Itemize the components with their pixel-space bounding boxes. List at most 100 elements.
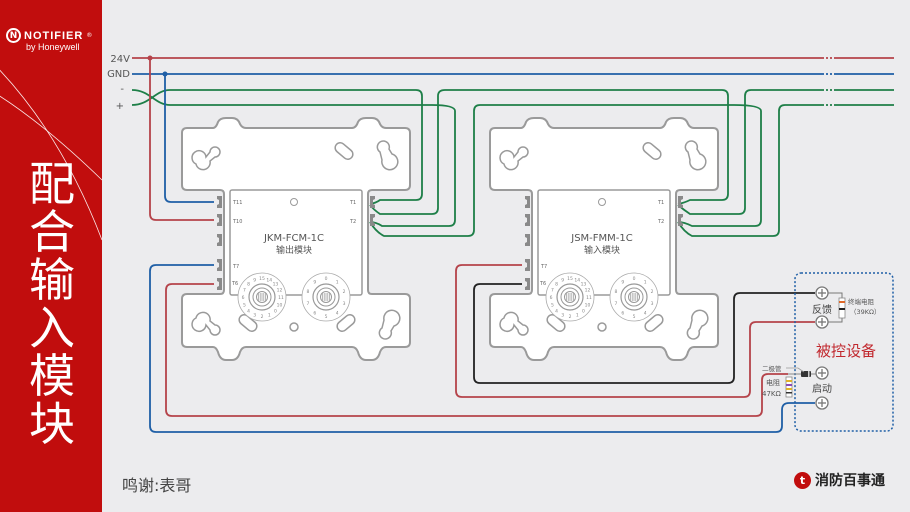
dial-number: 8: [247, 282, 250, 288]
wire-m2-t7-feedback: [455, 264, 815, 398]
dial-number: 1: [576, 313, 579, 319]
dial-number: 9: [621, 280, 624, 286]
footer-brand-name: 消防百事通: [815, 473, 885, 489]
dial-number: 15: [567, 276, 573, 282]
dial-number: 5: [325, 314, 328, 320]
dial-number: 7: [306, 301, 309, 307]
dial-number: 0: [325, 276, 328, 282]
terminal-screw: [525, 234, 530, 246]
dial-number: 4: [644, 310, 647, 316]
title-char: 输: [29, 253, 75, 307]
dial-number: 7: [614, 301, 617, 307]
dial-number: 7: [243, 288, 246, 294]
mounting-hole: [191, 140, 401, 340]
eol-resistor-icon: [838, 297, 846, 319]
wire-t7-start: [149, 264, 815, 433]
dial-number: 6: [550, 295, 553, 301]
dial-number: 9: [561, 277, 564, 283]
credit-text: 鸣谢:表哥: [122, 476, 192, 495]
terminal-screw: [217, 278, 222, 290]
decorative-arcs: [0, 69, 102, 241]
title-char: 入: [29, 301, 75, 355]
terminal-label: T2: [657, 219, 664, 225]
module-1-name: 输出模块: [276, 244, 312, 256]
eol-resistor-label: 终端电阻: [848, 297, 875, 306]
resistor-value: 47KΩ: [762, 390, 781, 398]
dial-number: 11: [278, 295, 284, 301]
dial-number: 13: [273, 282, 279, 288]
dial-number: 0: [274, 308, 277, 314]
controlled-device-title: 被控设备: [816, 342, 876, 360]
dial-number: 3: [253, 313, 256, 319]
module-1-model: JKM-FCM-1C: [263, 233, 324, 244]
dial-number: 1: [644, 280, 647, 286]
led-indicator: [290, 198, 298, 206]
wire-t6-resistor: [165, 283, 788, 417]
terminal-screw: [370, 196, 375, 208]
dial-number: 2: [569, 314, 572, 320]
xiaofang-logo-icon: t: [794, 471, 811, 489]
terminal-label: T1: [349, 200, 356, 206]
dial-number: 8: [614, 289, 617, 295]
title-char: 配: [29, 157, 75, 211]
wires: [131, 55, 894, 433]
module-2-model: JSM-FMM-1C: [570, 233, 633, 244]
dial-number: 14: [574, 277, 580, 283]
dial-number: 10: [277, 302, 283, 308]
dial-number: 8: [555, 282, 558, 288]
terminal-screw: [678, 214, 683, 226]
dial-number: 12: [277, 288, 283, 294]
brand-subtitle: by Honeywell: [26, 42, 80, 52]
dial-number: 11: [586, 295, 592, 301]
dial-number: 1: [336, 280, 339, 286]
dial-number: 3: [651, 301, 654, 307]
feedback-label: 反馈: [812, 303, 832, 316]
dial-number: 1: [268, 313, 271, 319]
wire-24v-t10: [149, 58, 214, 221]
dial-number: 7: [551, 288, 554, 294]
dial-number: 6: [242, 295, 245, 301]
wire-m2-t6-feedback: [473, 283, 815, 384]
diode-icon: [801, 371, 811, 377]
bus-label-plus: +: [116, 101, 124, 112]
terminal-blocks: [217, 196, 683, 290]
terminal-screw: [217, 214, 222, 226]
terminal-label: T1: [657, 200, 664, 206]
terminal-screw: [525, 278, 530, 290]
dial-number: 15: [259, 276, 265, 282]
dial-number: 0: [582, 308, 585, 314]
page-title: 配 合 输 入 模 块: [24, 160, 80, 448]
terminal-label: T10: [232, 219, 242, 225]
resistor-47k-icon: [785, 376, 793, 398]
dial-number: 2: [651, 289, 654, 295]
dial-number: 10: [585, 302, 591, 308]
terminal-screw: [217, 196, 222, 208]
diode-label: 二极管: [762, 364, 782, 373]
terminal-screw: [678, 196, 683, 208]
module-2-name: 输入模块: [584, 244, 620, 256]
brand-name: NOTIFIER: [24, 29, 84, 42]
dial-number: 3: [561, 313, 564, 319]
terminal-label: T6: [539, 281, 546, 287]
terminal-screw: [525, 214, 530, 226]
dial-number: 6: [313, 310, 316, 316]
eol-resistor-value: （39KΩ）: [850, 308, 881, 316]
bus-label-gnd: GND: [107, 69, 130, 80]
notifier-brand: N NOTIFIER ® by Honeywell: [6, 28, 92, 52]
dial-number: 2: [343, 289, 346, 295]
title-char: 模: [29, 349, 75, 403]
dial-number: 14: [266, 277, 272, 283]
dial-number: 13: [581, 282, 587, 288]
resistor-label: 电阻: [766, 378, 780, 387]
dial-number: 4: [336, 310, 339, 316]
terminal-screw: [217, 259, 222, 271]
dial-number: 5: [633, 314, 636, 320]
dial-number: 5: [551, 302, 554, 308]
terminal-label: T7: [540, 264, 547, 270]
